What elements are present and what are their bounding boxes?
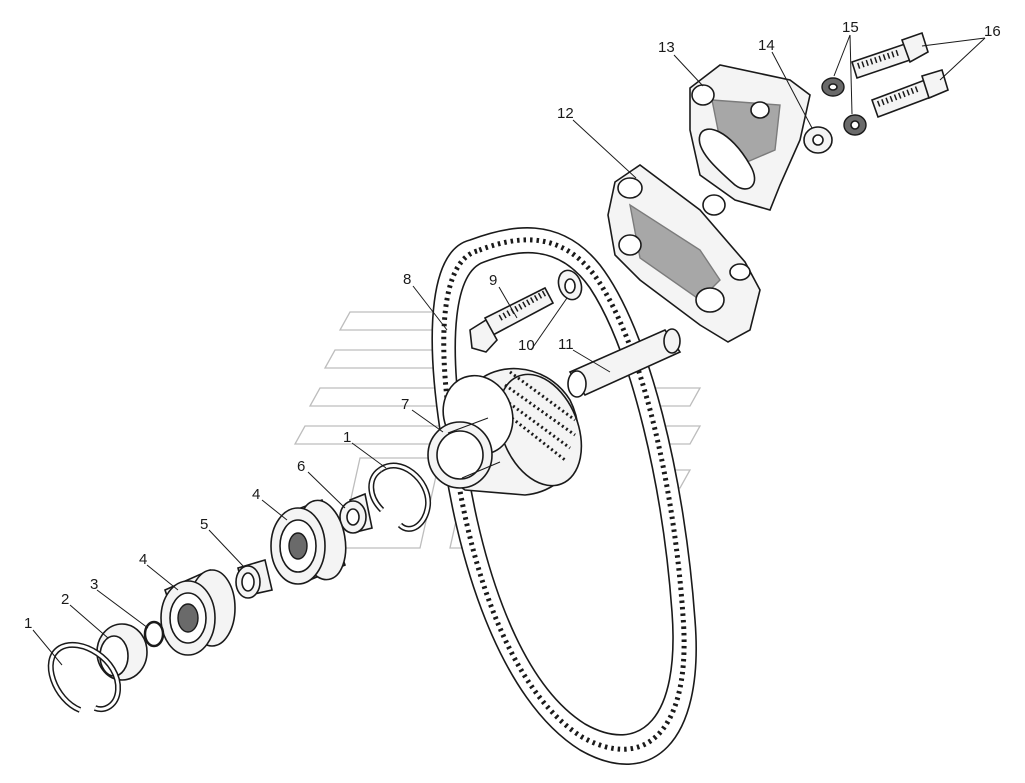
callout-2: 2	[61, 591, 69, 608]
washer-part-14	[803, 126, 833, 154]
callout-6: 6	[297, 458, 305, 475]
callout-15: 15	[842, 19, 859, 36]
bolt-part-16-upper	[851, 31, 929, 80]
shaft-part-11	[567, 328, 682, 398]
snap-ring-part-1-upper	[368, 462, 432, 532]
bracket-part-13	[689, 64, 811, 216]
callout-12: 12	[557, 105, 574, 122]
bolt-part-9	[469, 286, 555, 353]
toothed-belt	[431, 227, 697, 765]
bearing-part-4-upper	[270, 498, 347, 585]
bearing-part-4-lower	[160, 568, 236, 656]
o-ring-part-3	[143, 620, 165, 648]
callout-8: 8	[403, 271, 411, 288]
washer-part-10	[557, 269, 583, 301]
spacer-part-5	[235, 558, 273, 599]
pulley-part-7	[427, 367, 583, 496]
leader-lines	[32, 34, 986, 666]
washer-part-15	[821, 77, 867, 136]
bracket-part-12	[607, 164, 761, 343]
callout-14: 14	[758, 37, 775, 54]
snap-ring-part-1-lower	[47, 641, 122, 713]
callout-16: 16	[984, 23, 1001, 40]
cap-part-2	[96, 623, 148, 681]
callout-5: 5	[200, 516, 208, 533]
bolt-part-16-lower	[870, 69, 949, 119]
callout-1-lower: 1	[24, 615, 32, 632]
callout-3: 3	[90, 576, 98, 593]
bushing-part-6	[339, 492, 373, 534]
callout-13: 13	[658, 39, 675, 56]
callout-7: 7	[401, 396, 409, 413]
callout-1-upper: 1	[343, 429, 351, 446]
callout-10: 10	[518, 337, 535, 354]
callout-11: 11	[558, 336, 574, 353]
callout-labels: 1 2 3 4 5 4 6 1 7 8 9 10 11 12 13 14 15 …	[24, 19, 1001, 632]
callout-9: 9	[489, 272, 497, 289]
callout-4-upper: 4	[252, 486, 260, 503]
callout-4-lower: 4	[139, 551, 147, 568]
